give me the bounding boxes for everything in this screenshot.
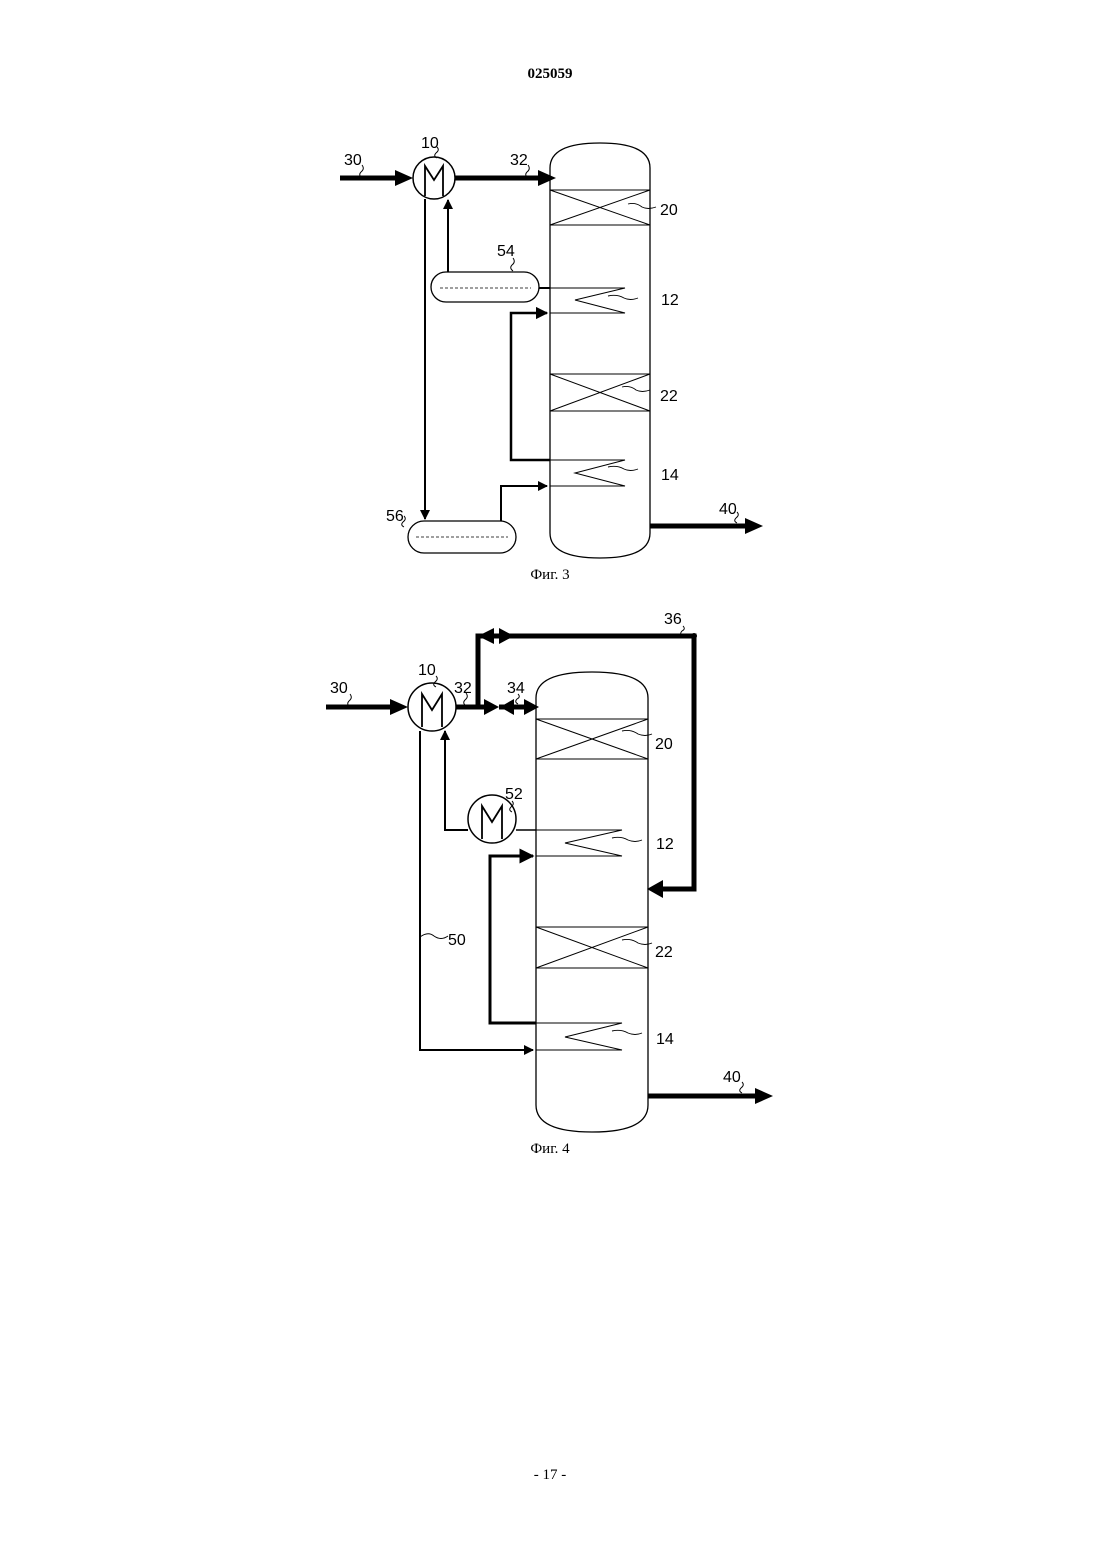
fig4-caption: Фиг. 4	[530, 1141, 570, 1157]
fig4-label-52: 52	[505, 786, 523, 803]
fig3-stream-32-arrow	[538, 170, 556, 186]
fig3-label-54: 54	[497, 243, 515, 260]
fig4-ex52-to-ex10-link	[445, 731, 468, 830]
fig3-label-22: 22	[660, 388, 678, 405]
fig4-label-12: 12	[656, 836, 674, 853]
figure-4: 30 10 32 34 36 20 52 12 50 22 14 40 Фиг.…	[326, 611, 773, 1157]
fig3-stream-30-arrow	[395, 170, 413, 186]
fig3-caption: Фиг. 3	[530, 567, 569, 583]
fig3-label-12: 12	[661, 292, 679, 309]
page-number: - 17 -	[0, 1467, 1100, 1484]
fig3-label-14: 14	[661, 467, 679, 484]
fig3-label-56: 56	[386, 508, 404, 525]
fig3-label-30: 30	[344, 152, 362, 169]
fig3-label-32: 32	[510, 152, 528, 169]
fig3-drum56-to-coil14-link	[501, 486, 547, 521]
fig3-packed-bed-20	[550, 190, 650, 225]
fig3-coil14-to-coil12-link	[511, 313, 550, 460]
fig4-stream-32-arrow	[484, 699, 499, 715]
fig4-label-50: 50	[448, 932, 466, 949]
fig3-drum-54	[431, 272, 539, 302]
fig4-label-20: 20	[655, 736, 673, 753]
fig4-label-40: 40	[723, 1069, 741, 1086]
fig4-label-34: 34	[507, 680, 525, 697]
fig3-heat-exchanger-10	[413, 157, 455, 199]
fig4-stream-30-arrow	[390, 699, 408, 715]
fig3-label-40: 40	[719, 501, 737, 518]
fig3-label-10: 10	[421, 135, 439, 152]
fig4-coil-12	[536, 830, 622, 856]
fig4-stream-40-arrow	[755, 1088, 773, 1104]
fig4-stream-36-top-arrow-right	[499, 628, 514, 644]
fig4-column-vessel	[536, 672, 648, 1132]
fig4-coil-14	[536, 1023, 622, 1050]
fig4-stream-50-line	[420, 731, 533, 1050]
fig4-heat-exchanger-10	[408, 683, 456, 731]
fig4-label-10: 10	[418, 662, 436, 679]
fig3-packed-bed-22	[550, 374, 650, 411]
fig4-label-32: 32	[454, 680, 472, 697]
fig4-label-30: 30	[330, 680, 348, 697]
fig4-label-14: 14	[656, 1031, 674, 1048]
fig3-coil-14	[550, 460, 625, 486]
fig4-stream-34-arrow-left	[500, 699, 514, 715]
fig4-packed-bed-20	[536, 719, 648, 759]
fig4-label-36: 36	[664, 611, 682, 628]
fig3-coil-12	[550, 288, 625, 313]
figure-3: 30 10 32 20 54 12 22 14 56 40 Фиг. 3	[340, 135, 763, 583]
fig3-label-leaders	[360, 147, 739, 527]
fig3-stream-40-arrow	[745, 518, 763, 534]
fig4-label-22: 22	[655, 944, 673, 961]
fig3-label-20: 20	[660, 202, 678, 219]
fig3-column-vessel	[550, 143, 650, 558]
fig4-coil14-to-coil12-link	[490, 856, 536, 1023]
fig4-stream-34-arrow-right	[524, 699, 539, 715]
fig4-stream-36-return-arrow	[647, 880, 663, 898]
fig4-packed-bed-22	[536, 927, 648, 968]
